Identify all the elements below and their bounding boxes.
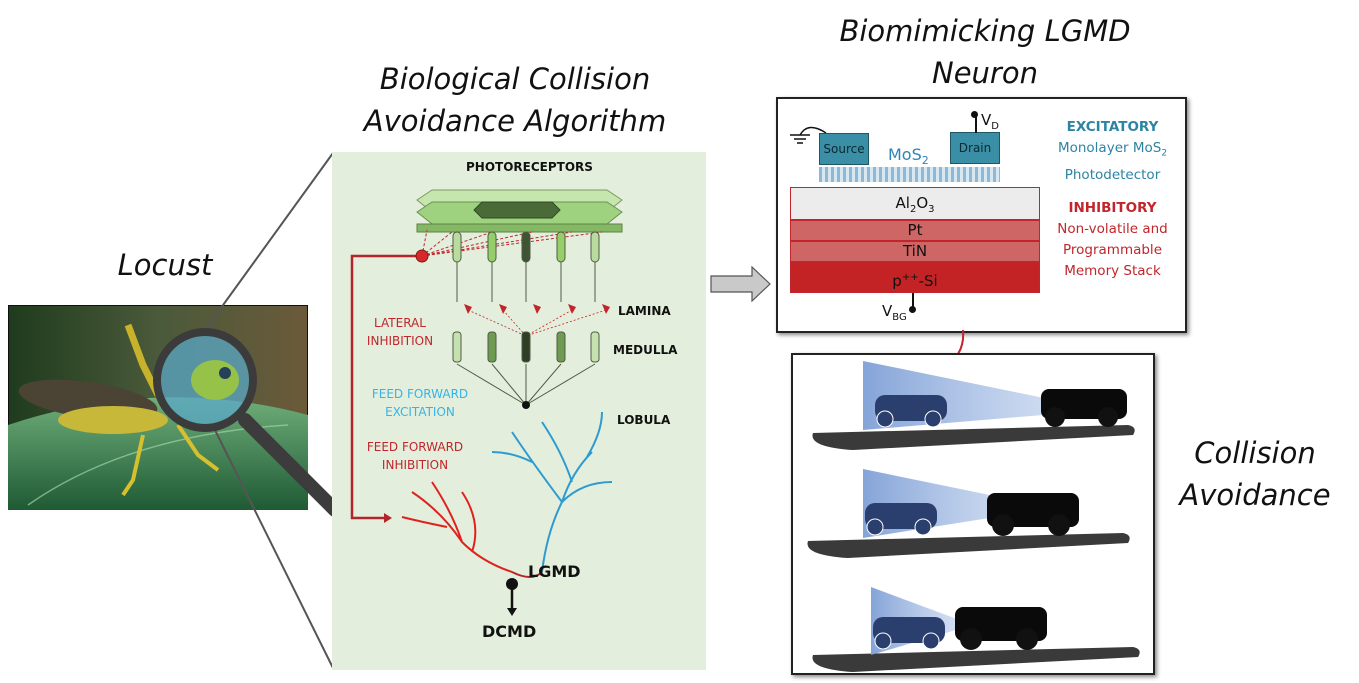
dcmd-label: DCMD [482, 622, 537, 641]
medulla-label: MEDULLA [613, 343, 678, 357]
mos2-label: MoS2 [888, 145, 929, 167]
ff-inhibition-line1: FEED FORWARD [366, 440, 464, 454]
vbg-text: V [882, 302, 893, 320]
lgmd-device-box: Source Drain VD MoS2 Al2O3 Pt TiN p++-Si… [776, 97, 1187, 333]
inhibitory-line2: Programmable [1062, 242, 1162, 258]
bio-title-line1: Biological Collision [379, 62, 651, 96]
lgmd-dendrites-blue [491, 411, 613, 573]
scenario-far [812, 361, 1135, 450]
ff-inhibition-line2: INHIBITION [381, 458, 449, 472]
inhibitory-line1: Non-volatile and [1057, 221, 1168, 237]
feed-forward-inhibition-label: FEED FORWARD INHIBITION [360, 438, 470, 474]
drain-electrode: Drain [950, 132, 1000, 164]
vd-text: V [981, 111, 992, 129]
vd-terminal [975, 113, 977, 133]
neuron-title-line2: Neuron [932, 56, 1038, 90]
lobula-label: LOBULA [617, 413, 671, 427]
lateral-inhibition-line1: LATERAL [374, 316, 426, 330]
bio-title-line2: Avoidance Algorithm [363, 104, 667, 138]
layer-p-si: p++-Si [790, 262, 1040, 293]
ff-excitation-line2: EXCITATION [385, 405, 455, 419]
feed-forward-excitation-label: FEED FORWARD EXCITATION [365, 385, 475, 421]
ff-excitation-line1: FEED FORWARD [371, 387, 469, 401]
inhibitory-description: INHIBITORY Non-volatile and Programmable… [1040, 198, 1185, 282]
layer-al2o3: Al2O3 [790, 187, 1040, 220]
collision-title-line1: Collision [1194, 436, 1316, 470]
photoreceptor-hexagons [416, 189, 623, 233]
vbg-terminal [912, 293, 914, 309]
lgmd-dendrites-red [401, 481, 513, 573]
inhibitory-title: INHIBITORY [1068, 200, 1157, 216]
mos2-text: MoS [888, 145, 922, 164]
vbg-dot [909, 306, 916, 313]
ground-icon [790, 126, 827, 144]
vd-label: VD [981, 111, 999, 132]
excitatory-title: EXCITATORY [1066, 119, 1159, 135]
mos2-lattice [819, 167, 1000, 182]
inhibitory-line3: Memory Stack [1064, 263, 1161, 279]
excitatory-line2: Photodetector [1064, 166, 1161, 183]
excitatory-description: EXCITATORY Monolayer MoS2 Photodetector [1040, 117, 1185, 186]
collision-scenarios-box [791, 353, 1155, 675]
neuron-pathway-diagram [332, 152, 706, 670]
locust-title: Locust [117, 248, 213, 282]
vd-sub: D [991, 121, 999, 132]
source-electrode: Source [819, 133, 869, 165]
vbg-sub: BG [892, 312, 907, 323]
excitatory-line1: Monolayer MoS2 [1057, 140, 1168, 159]
collision-avoidance-title: Collision Avoidance [1165, 432, 1345, 516]
feed-forward-inhibition-path [350, 254, 422, 520]
photoreceptors-label: PHOTORECEPTORS [466, 160, 593, 174]
vbg-label: VBG [882, 302, 907, 323]
mos2-sub: 2 [921, 154, 929, 168]
lgmd-label: LGMD [528, 562, 581, 581]
right-arrow-icon [710, 266, 771, 302]
bio-algorithm-title: Biological Collision Avoidance Algorithm [345, 58, 685, 142]
photoreceptor-columns [452, 231, 610, 406]
scenario-mid [807, 469, 1130, 558]
lamina-label: LAMINA [618, 304, 671, 318]
lateral-inhibition-label: LATERAL INHIBITION [360, 314, 440, 350]
lateral-inhibition-line2: INHIBITION [366, 334, 434, 348]
neuron-title-line1: Biomimicking LGMD [839, 14, 1131, 48]
neuron-title: Biomimicking LGMD Neuron [820, 10, 1150, 94]
scenario-near [812, 587, 1140, 672]
locust-photo [8, 305, 308, 510]
layer-pt: Pt [790, 220, 1040, 241]
collision-scenarios [807, 361, 1140, 672]
magnifying-glass-icon [153, 328, 342, 517]
vd-dot [971, 111, 978, 118]
collision-title-line2: Avoidance [1179, 478, 1331, 512]
layer-tin: TiN [790, 241, 1040, 262]
